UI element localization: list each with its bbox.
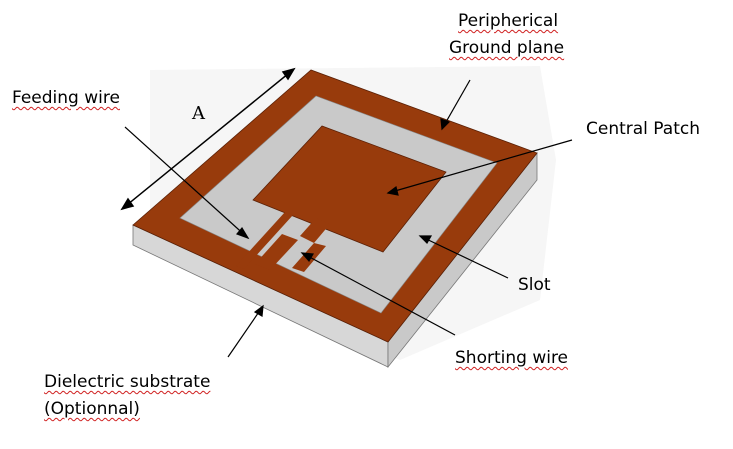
label-central-patch: Central Patch xyxy=(586,119,700,139)
dimension-label: A xyxy=(192,103,205,124)
label-dielectric-line1: Dielectric substrate xyxy=(44,372,211,392)
leader-lines xyxy=(124,79,573,358)
label-peripheral-line2: Ground plane xyxy=(449,38,565,58)
label-dielectric-line2: (Optionnal) xyxy=(44,399,140,419)
dimension-arrow xyxy=(120,67,296,211)
central-patch xyxy=(252,125,447,253)
inner-stub-2 xyxy=(255,234,298,270)
label-feeding-wire: Feeding wire xyxy=(12,88,120,108)
shorting-wire-strip xyxy=(300,218,330,243)
feeding-wire-strip xyxy=(236,212,293,269)
label-slot: Slot xyxy=(518,275,551,295)
label-peripheral-line1: Peripherical xyxy=(458,11,559,31)
label-shorting-wire: Shorting wire xyxy=(455,348,569,368)
